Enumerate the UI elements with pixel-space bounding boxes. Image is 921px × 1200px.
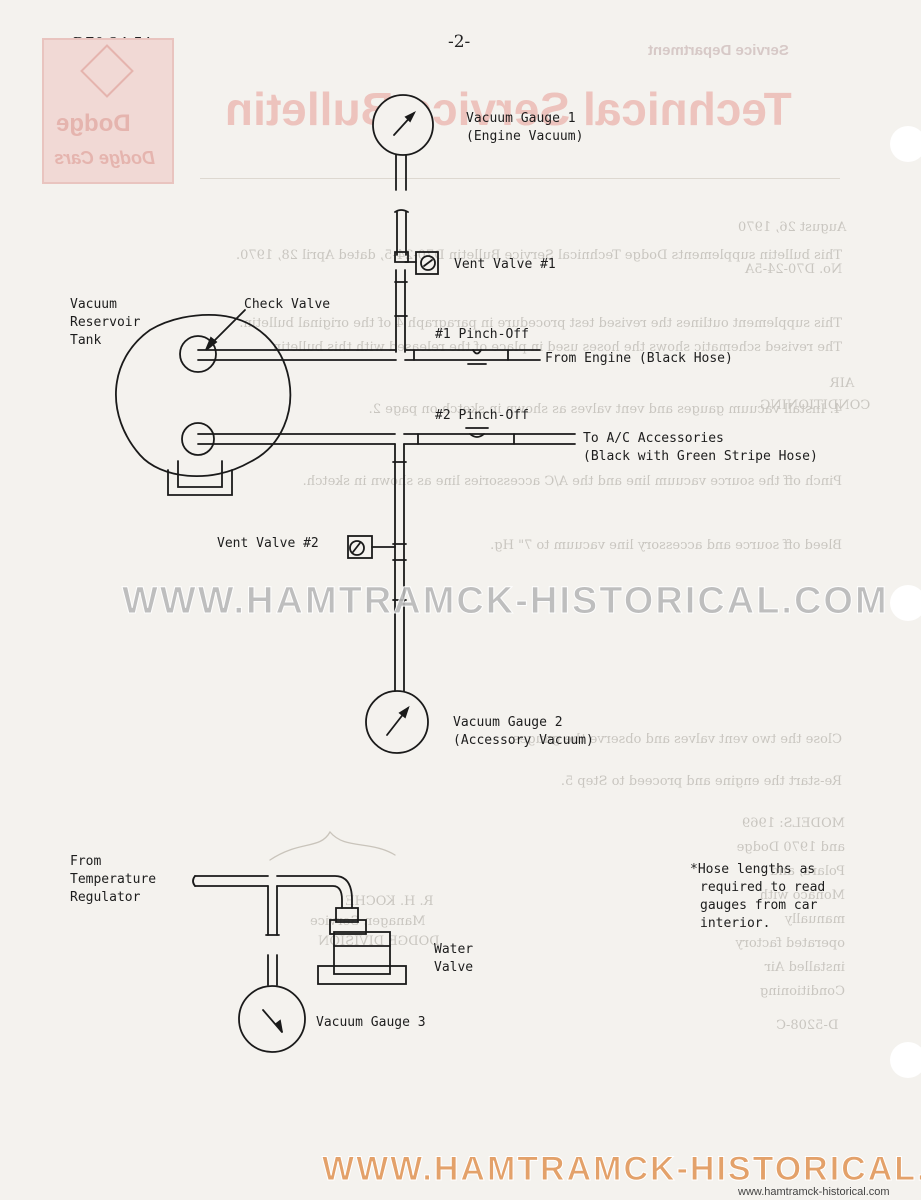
water-valve-circuit — [192, 875, 353, 986]
binder-hole — [890, 1042, 921, 1078]
binder-hole — [890, 585, 921, 621]
water-valve — [317, 907, 407, 985]
signature-scribble — [269, 830, 396, 861]
vent-valve-1 — [404, 251, 439, 275]
gauge-2-label-line-1: Vacuum Gauge 2 — [453, 715, 563, 730]
gauge-2-hose — [392, 443, 407, 701]
from-temperature-label: From Temperature Regulator — [70, 853, 156, 907]
bleed-routing-line — [200, 170, 840, 179]
watermark-url-small: www.hamtramck-historical.com — [738, 1186, 890, 1198]
gauge-1-label: Vacuum Gauge 1 (Engine Vacuum) — [466, 110, 583, 146]
note-line-4: interior. — [700, 916, 771, 931]
vent-valve-2-label: Vent Valve #2 — [217, 536, 319, 551]
to-ac-label-line-2: (Black with Green Stripe Hose) — [583, 449, 818, 464]
reservoir-label-line-2: Reservoir — [70, 315, 141, 330]
from-temperature-line-2: Temperature — [70, 872, 157, 887]
from-temperature-line-3: Regulator — [70, 890, 141, 905]
to-ac-label: To A/C Accessories (Black with Green Str… — [583, 430, 818, 466]
check-valve-leader — [205, 309, 246, 351]
vacuum-gauge-1 — [372, 94, 434, 191]
gauge-1-hose — [394, 209, 409, 353]
note-line-1: *Hose lengths as — [690, 862, 816, 877]
pinch-off-2-label: #2 Pinch-Off — [435, 408, 529, 423]
reservoir-label: Vacuum Reservoir Tank — [70, 296, 140, 350]
gauge-1-label-line-2: (Engine Vacuum) — [466, 129, 584, 144]
engine-hose — [197, 349, 541, 365]
vacuum-reservoir-tank — [115, 313, 292, 496]
reservoir-label-line-3: Tank — [70, 333, 102, 348]
vacuum-gauge-2 — [365, 690, 429, 754]
binder-hole — [890, 126, 921, 162]
note-line-2: required to read — [700, 880, 826, 895]
hose-length-note: *Hose lengths as required to read gauges… — [690, 861, 825, 933]
vent-valve-1-label: Vent Valve #1 — [454, 257, 556, 272]
gauge-3-label: Vacuum Gauge 3 — [316, 1015, 426, 1030]
from-temperature-line-1: From — [70, 854, 102, 869]
water-valve-line-2: Valve — [434, 960, 474, 975]
vent-valve-2 — [347, 535, 396, 559]
water-valve-line-1: Water — [434, 942, 474, 957]
to-ac-label-line-1: To A/C Accessories — [583, 431, 724, 446]
dodge-logo-bleed: Dodge Dodge Cars — [42, 38, 174, 184]
from-engine-label: From Engine (Black Hose) — [545, 351, 733, 366]
page-number: -2- — [448, 32, 471, 52]
note-line-3: gauges from car — [700, 898, 818, 913]
reservoir-label-line-1: Vacuum — [70, 297, 117, 312]
water-valve-label: Water Valve — [434, 941, 473, 977]
pinch-off-1-label: #1 Pinch-Off — [435, 327, 529, 342]
gauge-1-label-line-1: Vacuum Gauge 1 — [466, 111, 576, 126]
accessory-hose — [197, 427, 576, 445]
vacuum-gauge-3 — [238, 985, 306, 1053]
gauge-2-label-line-2: (Accessory Vacuum) — [453, 733, 594, 748]
check-valve-label: Check Valve — [244, 297, 331, 312]
watermark-middle: WWW.HAMTRAMCK-HISTORICAL.COM — [122, 580, 889, 623]
watermark-bottom: WWW.HAMTRAMCK-HISTORICAL.COM — [322, 1150, 921, 1189]
gauge-2-label: Vacuum Gauge 2 (Accessory Vacuum) — [453, 714, 594, 750]
